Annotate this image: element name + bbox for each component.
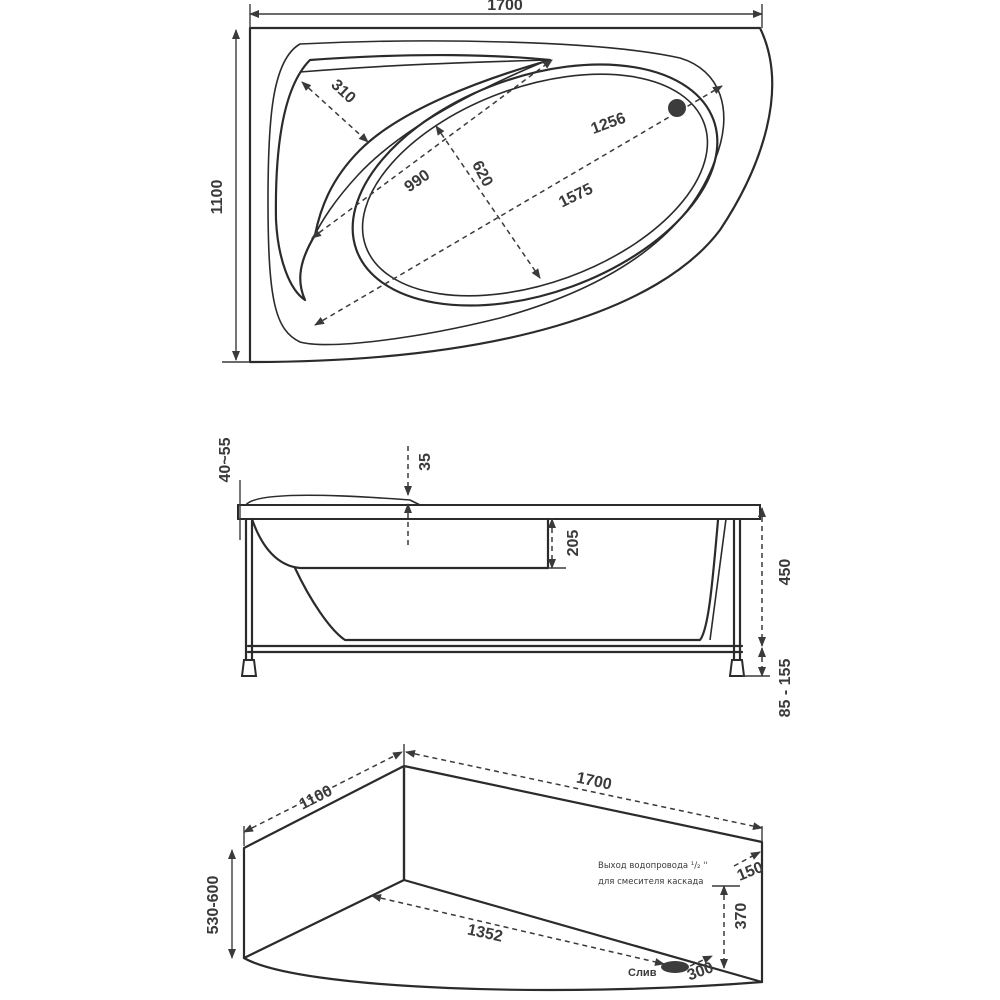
side-view-tub-bottom	[293, 518, 720, 642]
panel-view-right-wall	[402, 764, 764, 984]
dim-1352-line	[371, 894, 665, 966]
water-outlet-note-line2: для смесителя каскада	[598, 877, 704, 887]
dim-300-label: 300	[685, 959, 716, 984]
side-view: 40~55 35 205 450 85 - 155	[217, 437, 794, 717]
top-view-bowl	[351, 63, 719, 307]
top-view: 1700 1100 310 1256 990 620 1575	[209, 0, 774, 364]
side-view-headrest	[245, 494, 421, 506]
dim-1100-panel-label: 1100	[297, 782, 336, 813]
dim-35-label: 35	[417, 453, 434, 471]
dim-1575-label: 1575	[556, 180, 596, 211]
dim-310-label: 310	[328, 76, 359, 107]
dim-1575-line	[314, 85, 723, 326]
side-view-front-wall	[709, 518, 727, 641]
side-view-rim	[237, 504, 761, 520]
dim-1700-panel-label: 1700	[575, 770, 613, 794]
side-view-foot-right	[728, 659, 746, 677]
drain-label: Слив	[628, 967, 657, 979]
panel-view-floor-curve	[242, 956, 764, 992]
dim-620-label: 620	[468, 158, 496, 190]
dim-1100-top-label: 1100	[209, 180, 226, 215]
dim-40-55-label: 40~55	[217, 437, 234, 482]
dim-990-label: 990	[402, 167, 434, 196]
dim-620-line	[435, 125, 541, 279]
dim-85-155-label: 85 - 155	[777, 659, 794, 718]
dim-300-line	[689, 955, 713, 967]
dim-370-label: 370	[733, 903, 750, 930]
dim-205-label: 205	[565, 530, 582, 557]
panel-view-drain	[661, 961, 689, 973]
panel-view: 1100 1700 530-600 1352 Выход водопровода…	[205, 744, 766, 992]
dim-1256-label: 1256	[589, 110, 628, 138]
dim-530-600-label: 530-600	[205, 876, 222, 935]
side-view-foot-left	[240, 659, 258, 677]
water-outlet-note-line1: Выход водопровода ¹/₂ ''	[598, 861, 708, 871]
side-view-tub-body	[250, 517, 550, 570]
dim-1700-panel-line	[405, 749, 763, 831]
dim-1700-top-label: 1700	[487, 0, 523, 14]
dim-450-label: 450	[777, 559, 794, 586]
dim-150-line	[733, 851, 761, 867]
dim-1100-panel-line	[243, 751, 403, 833]
top-view-bowl-inner	[361, 73, 709, 297]
